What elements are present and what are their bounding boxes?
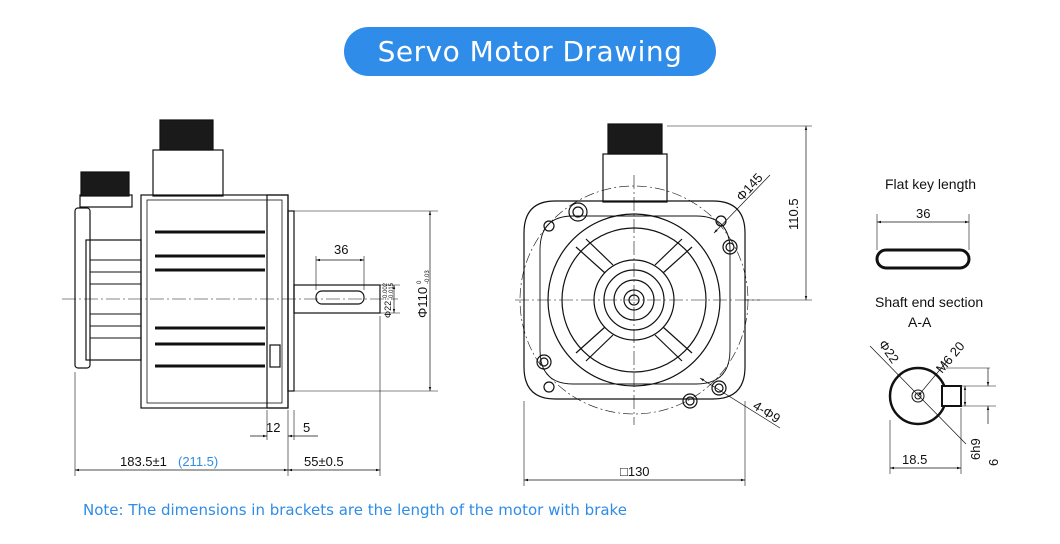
shaft-tol-upper: -0.002 bbox=[383, 282, 389, 300]
shaft-tol-lower: -0.015 bbox=[389, 282, 395, 300]
length-label: 183.5±1 bbox=[120, 454, 167, 469]
power-connector bbox=[159, 119, 214, 151]
key-length-label: 36 bbox=[334, 242, 348, 257]
page-title: Servo Motor Drawing bbox=[344, 27, 716, 76]
flat-key-length: 36 bbox=[916, 206, 930, 221]
mount-holes bbox=[536, 202, 738, 409]
front-connector bbox=[607, 123, 663, 155]
encoder-cover bbox=[74, 207, 91, 369]
encoder-housing bbox=[85, 239, 142, 361]
shaft-section-title: Shaft end section bbox=[875, 294, 983, 310]
bolt-circle-label: Φ145 bbox=[733, 170, 766, 204]
encoder-connector-base bbox=[79, 194, 133, 208]
holes-label: 4-Φ9 bbox=[750, 398, 783, 426]
flat-key bbox=[875, 214, 971, 270]
encoder-fins bbox=[90, 259, 141, 339]
spokes bbox=[575, 238, 693, 362]
flange-size-label: □130 bbox=[620, 464, 650, 479]
key-width-tol-label: 6h9 bbox=[968, 438, 983, 460]
power-connector-base bbox=[152, 149, 224, 197]
body-grooves bbox=[155, 230, 265, 368]
pilot-tol-lower: -0.03 bbox=[425, 270, 431, 284]
length-brake-label: (211.5) bbox=[178, 454, 218, 469]
key-width-label: 6 bbox=[986, 459, 1001, 466]
shaft-section bbox=[869, 345, 996, 474]
flange-thickness-label: 12 bbox=[266, 420, 280, 435]
flat-key-title: Flat key length bbox=[885, 176, 976, 192]
shaft-shoulder-label: 5 bbox=[303, 420, 310, 435]
shaft-key bbox=[315, 290, 365, 305]
pilot-ring-outer bbox=[547, 213, 721, 387]
shaft bbox=[293, 284, 381, 314]
front-flange bbox=[523, 200, 746, 400]
encoder-connector bbox=[80, 171, 130, 197]
motor-body bbox=[140, 194, 289, 409]
front-connector-base bbox=[602, 153, 668, 203]
section-diameter-label: Φ22 bbox=[876, 337, 903, 366]
flange bbox=[266, 194, 289, 409]
shaft-section-subtitle: A-A bbox=[908, 314, 932, 330]
note-text: Note: The dimensions in brackets are the… bbox=[83, 501, 627, 519]
pilot bbox=[287, 210, 295, 392]
height-label: 110.5 bbox=[786, 198, 801, 230]
shaft-diameter-label: Φ22 bbox=[383, 301, 393, 318]
flat-key-shape bbox=[875, 248, 971, 270]
pilot-tol-upper: 0 bbox=[417, 280, 423, 284]
pilot-diameter-label: Φ110 bbox=[415, 287, 430, 318]
key-depth-label: 18.5 bbox=[902, 452, 927, 467]
shaft-length-label: 55±0.5 bbox=[304, 454, 344, 469]
keyway bbox=[941, 385, 962, 407]
side-view bbox=[62, 119, 438, 476]
thread-label: M6 20 bbox=[933, 339, 968, 376]
front-view bbox=[515, 123, 812, 486]
